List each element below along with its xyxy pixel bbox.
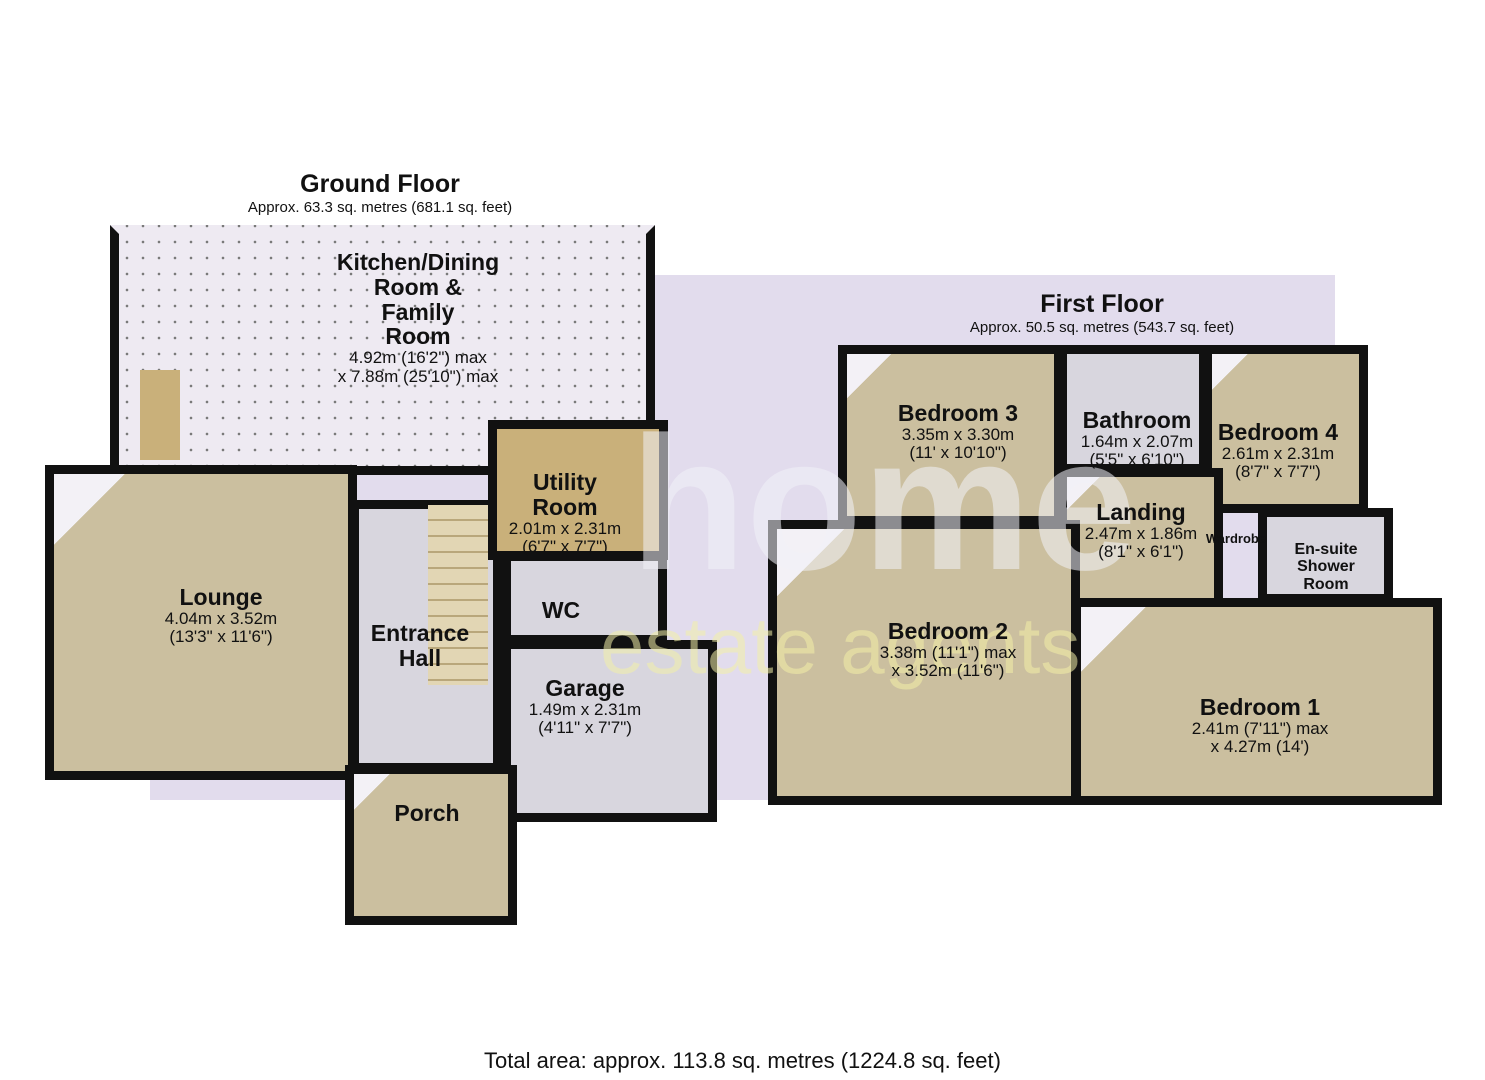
- room-name: Bedroom 3: [897, 400, 1019, 426]
- room-dimensions: (13'3" x 11'6"): [169, 627, 273, 647]
- utility-label: Utility Room 2.01m x 2.31m (6'7" x 7'7"): [509, 470, 621, 556]
- room-name: Kitchen/Dining: [336, 249, 500, 275]
- room-name: Garage: [545, 675, 625, 701]
- room-dimensions: 4.04m x 3.52m: [164, 608, 278, 628]
- room-name: Room: [532, 493, 598, 520]
- room-dimensions: 1.64m x 2.07m: [1080, 431, 1194, 451]
- ground-floor-area: Approx. 63.3 sq. metres (681.1 sq. feet): [247, 199, 513, 216]
- ground-floor-title: Ground Floor Approx. 63.3 sq. metres (68…: [248, 170, 512, 216]
- kitchen-worktop: [140, 370, 180, 460]
- kitchen-label: Kitchen/Dining Room & Family Room 4.92m …: [337, 250, 499, 386]
- room-name: Porch: [394, 800, 460, 826]
- first-floor-name: First Floor: [1040, 290, 1164, 318]
- entrance-hall-label: Entrance Hall: [371, 621, 469, 671]
- room-name: Entrance: [370, 620, 470, 646]
- ground-floor-name: Ground Floor: [300, 170, 460, 198]
- garage-room: [502, 640, 717, 822]
- room-dimensions: 2.61m x 2.31m: [1221, 443, 1335, 463]
- wardrobe-label: Wardrobe: [1205, 531, 1267, 546]
- bedroom-2-label: Bedroom 2 3.38m (11'1") max x 3.52m (11'…: [880, 619, 1017, 681]
- room-name: Bedroom 2: [887, 618, 1009, 644]
- room-name: Room: [1303, 575, 1349, 593]
- wc-room: [502, 552, 667, 644]
- room-dimensions: (5'5" x 6'10"): [1089, 450, 1185, 470]
- room-name: Room: [385, 323, 451, 350]
- room-dimensions: 3.35m x 3.30m: [901, 424, 1015, 444]
- room-dimensions: x 3.52m (11'6"): [891, 661, 1005, 681]
- room-name: Bathroom: [1082, 407, 1192, 433]
- room-name: Lounge: [179, 584, 263, 610]
- porch-label: Porch: [394, 801, 459, 826]
- room-dimensions: 2.47m x 1.86m: [1084, 523, 1198, 543]
- room-dimensions: (8'1" x 6'1"): [1098, 542, 1184, 562]
- room-dimensions: 3.38m (11'1") max: [879, 642, 1017, 662]
- room-name: Shower: [1297, 558, 1355, 576]
- room-name: Landing: [1096, 499, 1186, 525]
- bedroom-4-room: [1203, 345, 1368, 513]
- room-dimensions: x 7.88m (25'10") max: [337, 366, 499, 386]
- watermark-home: home: [630, 398, 1137, 610]
- room-dimensions: x 4.27m (14'): [1210, 737, 1310, 757]
- bedroom-1-room: [1072, 598, 1442, 805]
- room-name: Hall: [398, 644, 442, 671]
- room-dimensions: (11' x 10'10"): [909, 443, 1007, 463]
- room-name: WC: [541, 597, 581, 623]
- room-dimensions: 2.01m x 2.31m: [508, 518, 622, 538]
- first-floor-title: First Floor Approx. 50.5 sq. metres (543…: [970, 290, 1234, 336]
- room-name: Bedroom 4: [1217, 419, 1339, 445]
- first-floor-area: Approx. 50.5 sq. metres (543.7 sq. feet): [969, 319, 1235, 336]
- ensuite-room: [1258, 508, 1393, 603]
- ensuite-label: En-suite Shower Room: [1294, 541, 1357, 593]
- room-dimensions: 4.92m (16'2") max: [349, 348, 487, 368]
- watermark-estate-agents: estate agents: [600, 601, 1081, 690]
- room-dimensions: 1.49m x 2.31m: [528, 699, 642, 719]
- porch-room: [345, 765, 517, 925]
- lounge-label: Lounge 4.04m x 3.52m (13'3" x 11'6"): [165, 585, 277, 647]
- stairs: [428, 505, 488, 685]
- garage-label: Garage 1.49m x 2.31m (4'11" x 7'7"): [529, 676, 641, 738]
- room-name: Family: [381, 298, 455, 325]
- room-name: Room &: [373, 273, 463, 300]
- bathroom-label: Bathroom 1.64m x 2.07m (5'5" x 6'10"): [1081, 408, 1193, 470]
- room-dimensions: 2.41m (7'11") max: [1191, 718, 1329, 738]
- room-name: Bedroom 1: [1199, 694, 1321, 720]
- total-area: Total area: approx. 113.8 sq. metres (12…: [484, 1048, 1001, 1073]
- room-dimensions: (4'11" x 7'7"): [538, 718, 632, 738]
- landing-label: Landing 2.47m x 1.86m (8'1" x 6'1"): [1085, 500, 1197, 562]
- bedroom-3-label: Bedroom 3 3.35m x 3.30m (11' x 10'10"): [898, 401, 1018, 463]
- bedroom-1-label: Bedroom 1 2.41m (7'11") max x 4.27m (14'…: [1192, 695, 1329, 757]
- bedroom-4-label: Bedroom 4 2.61m x 2.31m (8'7" x 7'7"): [1218, 420, 1338, 482]
- bedroom-3-room: [838, 345, 1063, 525]
- room-dimensions: (6'7" x 7'7"): [522, 537, 608, 557]
- wc-label: WC: [542, 598, 580, 623]
- room-name: En-suite: [1294, 541, 1358, 558]
- room-name: Utility: [533, 469, 597, 495]
- room-dimensions: (8'7" x 7'7"): [1235, 462, 1321, 482]
